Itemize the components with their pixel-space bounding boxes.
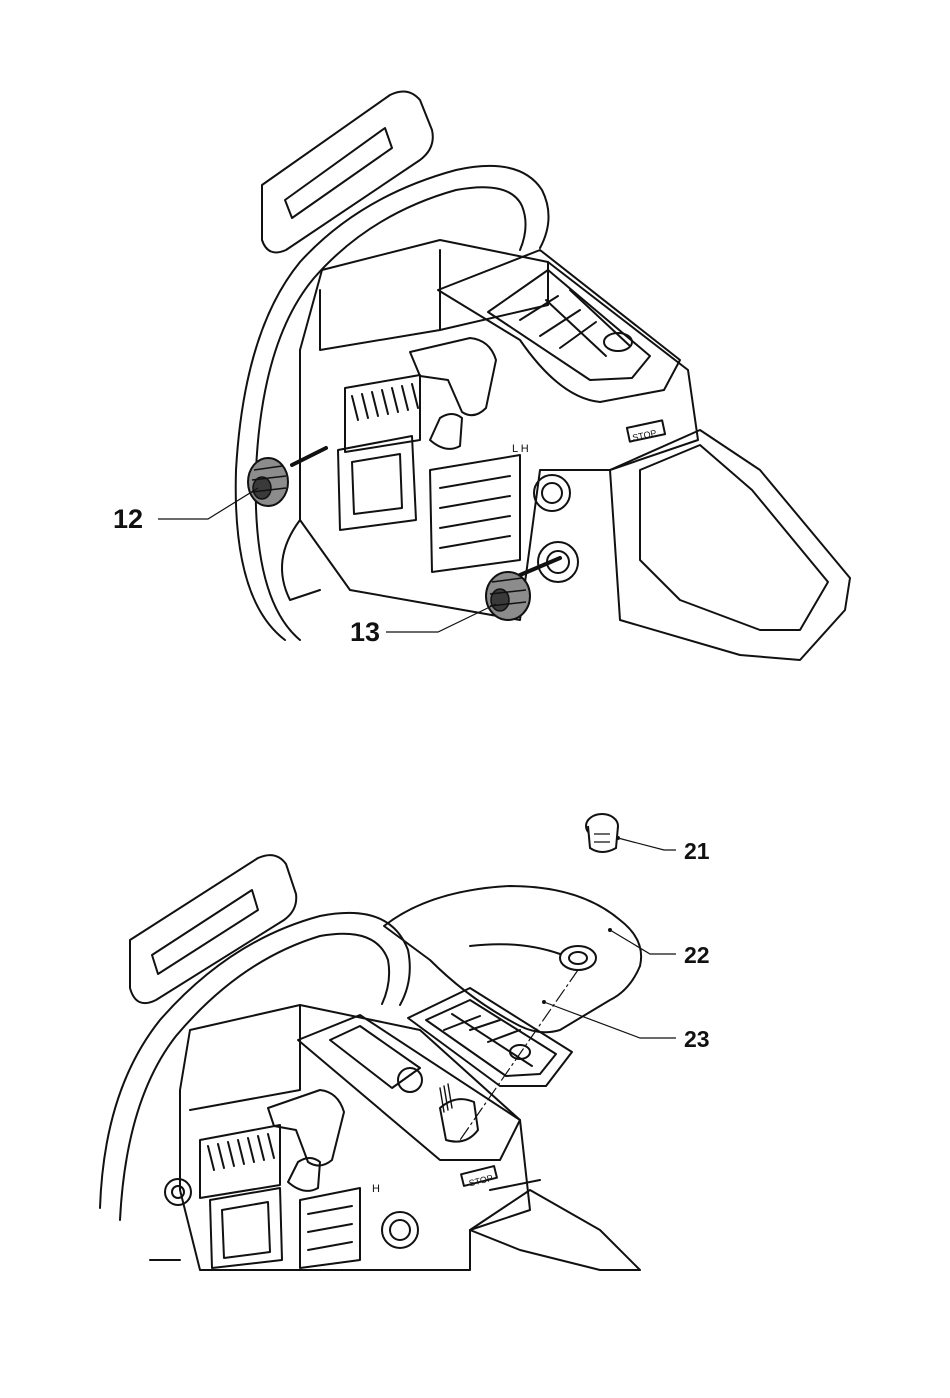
rear-handle — [610, 430, 850, 660]
plug-13 — [486, 572, 530, 620]
leader-23 — [544, 1002, 676, 1038]
top-cover — [438, 250, 680, 402]
chainsaw-figure-top: L H STOP — [0, 0, 950, 700]
callout-22: 22 — [684, 944, 710, 967]
plug-12 — [248, 458, 288, 506]
hand-guard — [262, 91, 433, 252]
choke-marking-top: L H — [512, 443, 529, 455]
choke-marking-bottom: H — [372, 1183, 380, 1195]
callout-21: 21 — [684, 840, 710, 863]
leader-21 — [618, 838, 676, 850]
callout-23: 23 — [684, 1028, 710, 1051]
cover-knob-21 — [586, 814, 618, 852]
callout-12: 12 — [113, 506, 143, 533]
leader-13 — [386, 604, 496, 632]
starter-handle — [410, 338, 496, 415]
chainsaw-figure-bottom: H STOP — [0, 790, 950, 1390]
leader-22 — [610, 930, 676, 954]
stop-marking-top: STOP — [631, 428, 657, 443]
leader-12 — [158, 488, 258, 519]
stop-marking-bottom: STOP — [468, 1173, 494, 1189]
callout-13: 13 — [350, 619, 380, 646]
